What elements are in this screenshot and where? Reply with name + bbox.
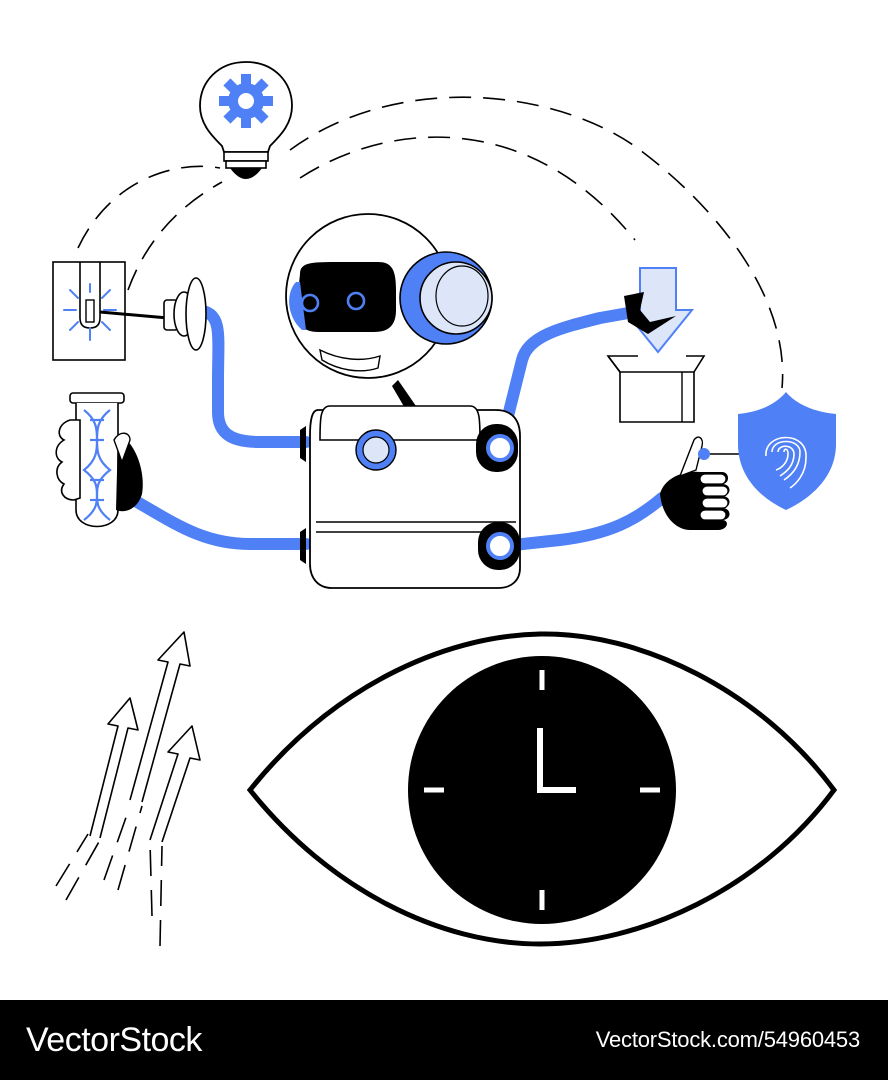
eye-clock-icon bbox=[246, 631, 838, 947]
growth-arrows-icon bbox=[55, 631, 201, 947]
fingerprint-shield-icon bbox=[660, 392, 836, 530]
download-box-icon bbox=[606, 267, 706, 423]
watermark-image-id: VectorStock.com/54960453 bbox=[595, 1027, 860, 1052]
robot-body bbox=[300, 405, 521, 589]
dashed-orbit-arcs bbox=[77, 96, 784, 389]
robot-arms bbox=[124, 306, 668, 552]
laser-device-icon bbox=[52, 261, 207, 361]
watermark-logo: VectorStock bbox=[26, 1020, 202, 1059]
robot-automation-illustration bbox=[52, 61, 838, 947]
watermark-footer: VectorStock VectorStock.com/54960453 bbox=[0, 1000, 888, 1080]
dna-test-tube-icon bbox=[55, 392, 143, 528]
lightbulb-gear-icon bbox=[199, 61, 293, 179]
robot-head bbox=[285, 213, 493, 410]
